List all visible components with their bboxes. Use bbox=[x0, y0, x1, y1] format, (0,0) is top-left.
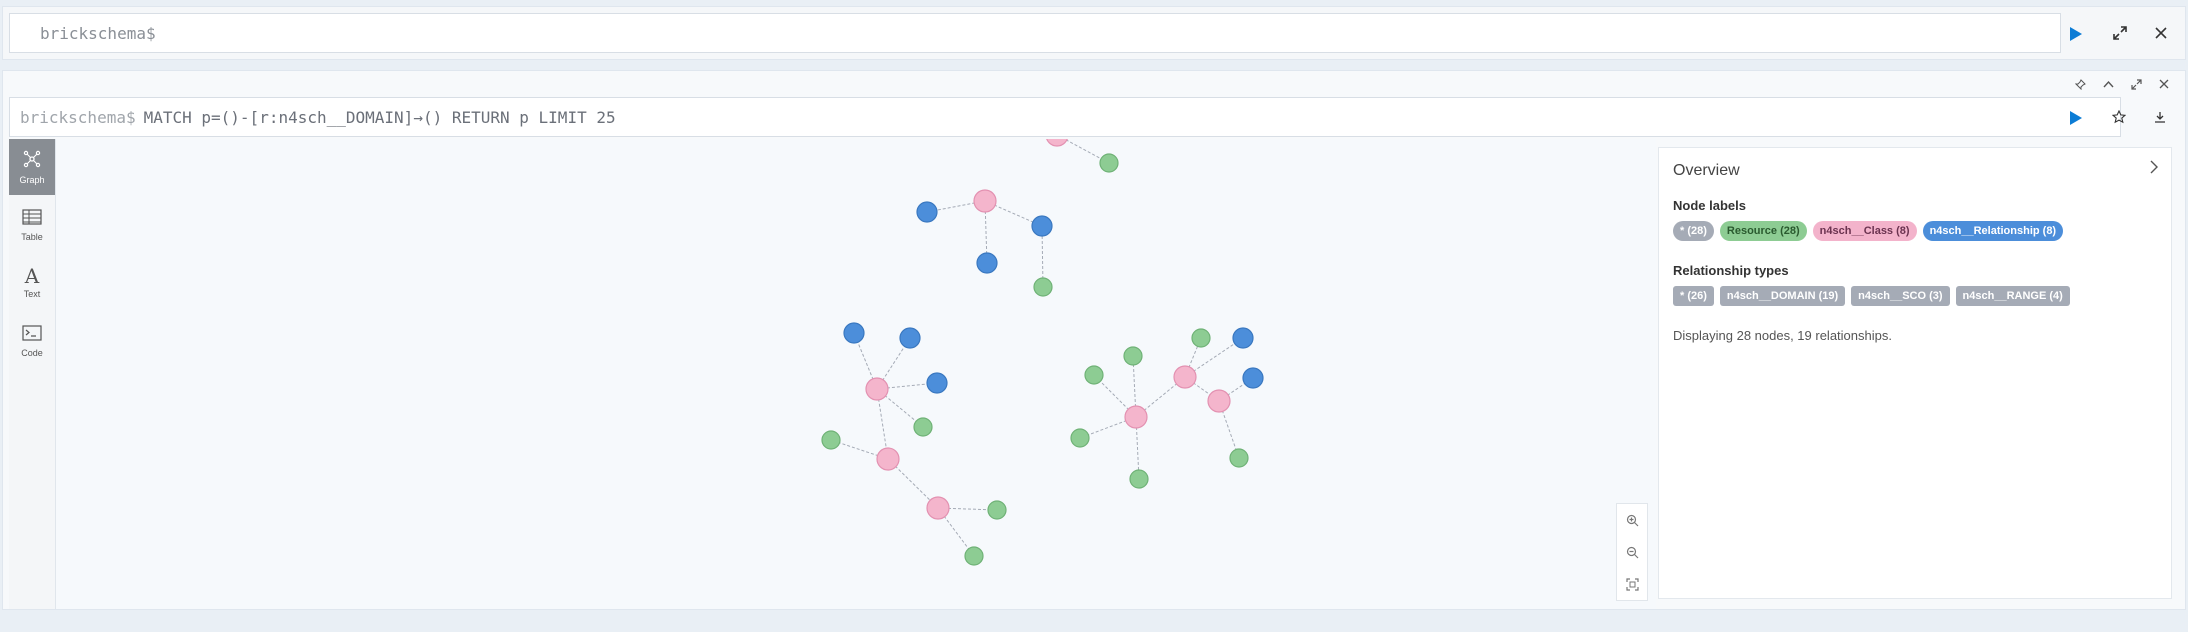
graph-node-resource[interactable] bbox=[1229, 448, 1249, 468]
graph-node-relationship[interactable] bbox=[926, 372, 948, 394]
fit-to-screen-icon[interactable] bbox=[1617, 568, 1647, 600]
graph-node-resource[interactable] bbox=[1129, 469, 1149, 489]
rel-type-chip-domain[interactable]: n4sch__DOMAIN (19) bbox=[1719, 286, 1846, 306]
view-mode-sidebar: Graph Table A Text Code bbox=[9, 139, 56, 609]
graph-node-class[interactable] bbox=[1045, 123, 1069, 147]
graph-node-class[interactable] bbox=[865, 377, 889, 401]
code-icon bbox=[22, 324, 42, 344]
graph-node-resource[interactable] bbox=[1123, 346, 1143, 366]
graph-node-resource[interactable] bbox=[1084, 365, 1104, 385]
node-label-chip-class[interactable]: n4sch__Class (8) bbox=[1812, 221, 1917, 241]
node-labels-heading: Node labels bbox=[1673, 198, 1746, 213]
graph-node-resource[interactable] bbox=[821, 430, 841, 450]
view-tab-label: Table bbox=[21, 231, 43, 242]
graph-node-resource[interactable] bbox=[964, 546, 984, 566]
graph-node-resource[interactable] bbox=[987, 500, 1007, 520]
node-label-chip-relationship[interactable]: n4sch__Relationship (8) bbox=[1922, 221, 2064, 241]
graph-relationship[interactable] bbox=[887, 458, 939, 509]
view-tab-label: Code bbox=[21, 347, 43, 358]
collapse-up-icon[interactable] bbox=[2097, 75, 2119, 93]
overview-panel: Overview Node labels * (28) Resource (28… bbox=[1658, 147, 2172, 599]
view-tab-code[interactable]: Code bbox=[9, 313, 55, 369]
graph-node-relationship[interactable] bbox=[1031, 215, 1053, 237]
download-icon[interactable] bbox=[2150, 107, 2170, 127]
editor-prompt: brickschema$ bbox=[40, 23, 156, 43]
pin-icon[interactable] bbox=[2069, 75, 2091, 93]
table-icon bbox=[22, 208, 42, 228]
result-frame: brickschema$ MATCH p=()-[r:n4sch__DOMAIN… bbox=[2, 70, 2186, 610]
relationship-types-heading: Relationship types bbox=[1673, 263, 1789, 278]
rel-type-chip-all[interactable]: * (26) bbox=[1673, 286, 1714, 306]
graph-node-relationship[interactable] bbox=[843, 322, 865, 344]
rerun-query-button[interactable] bbox=[2070, 111, 2082, 125]
frame-controls bbox=[2069, 75, 2175, 93]
query-bar[interactable]: brickschema$ MATCH p=()-[r:n4sch__DOMAIN… bbox=[9, 97, 2121, 137]
relationship-type-chips: * (26) n4sch__DOMAIN (19) n4sch__SCO (3)… bbox=[1673, 286, 2157, 306]
node-label-chip-all[interactable]: * (28) bbox=[1673, 221, 1714, 241]
overview-title: Overview bbox=[1673, 162, 1740, 179]
graph-node-resource[interactable] bbox=[913, 417, 933, 437]
graph-node-resource[interactable] bbox=[1099, 153, 1119, 173]
graph-svg[interactable] bbox=[56, 123, 1656, 609]
graph-node-relationship[interactable] bbox=[899, 327, 921, 349]
overview-summary: Displaying 28 nodes, 19 relationships. bbox=[1673, 328, 1892, 343]
graph-icon bbox=[23, 150, 41, 171]
graph-node-resource[interactable] bbox=[1033, 277, 1053, 297]
text-icon: A bbox=[24, 264, 40, 288]
view-tab-label: Text bbox=[23, 289, 41, 299]
graph-node-relationship[interactable] bbox=[916, 201, 938, 223]
rel-type-chip-sco[interactable]: n4sch__SCO (3) bbox=[1851, 286, 1950, 306]
graph-node-resource[interactable] bbox=[1070, 428, 1090, 448]
expand-icon[interactable] bbox=[2110, 23, 2130, 43]
graph-node-class[interactable] bbox=[1173, 365, 1197, 389]
query-prompt: brickschema$ bbox=[20, 107, 136, 127]
zoom-out-icon[interactable] bbox=[1617, 536, 1647, 568]
query-editor-input[interactable]: brickschema$ bbox=[9, 13, 2061, 53]
node-label-chip-resource[interactable]: Resource (28) bbox=[1719, 221, 1807, 241]
zoom-in-icon[interactable] bbox=[1617, 504, 1647, 536]
view-tab-text[interactable]: A Text bbox=[9, 255, 55, 311]
view-tab-label: Graph bbox=[19, 174, 45, 185]
graph-canvas[interactable] bbox=[56, 123, 1656, 609]
rel-type-chip-range[interactable]: n4sch__RANGE (4) bbox=[1955, 286, 2070, 306]
graph-node-relationship[interactable] bbox=[976, 252, 998, 274]
favorite-star-icon[interactable] bbox=[2109, 107, 2129, 127]
graph-node-class[interactable] bbox=[1124, 405, 1148, 429]
graph-node-class[interactable] bbox=[876, 447, 900, 471]
fullscreen-icon[interactable] bbox=[2125, 75, 2147, 93]
graph-relationship[interactable] bbox=[1184, 337, 1244, 378]
node-label-chips: * (28) Resource (28) n4sch__Class (8) n4… bbox=[1673, 221, 2157, 241]
zoom-controls bbox=[1616, 503, 1648, 601]
graph-relationship[interactable] bbox=[876, 388, 889, 460]
graph-node-class[interactable] bbox=[1207, 389, 1231, 413]
run-query-button[interactable] bbox=[2070, 27, 2082, 41]
graph-node-class[interactable] bbox=[926, 496, 950, 520]
chevron-right-icon[interactable] bbox=[2150, 160, 2159, 179]
graph-node-class[interactable] bbox=[973, 189, 997, 213]
graph-node-relationship[interactable] bbox=[1232, 327, 1254, 349]
view-tab-graph[interactable]: Graph bbox=[9, 139, 55, 195]
view-tab-table[interactable]: Table bbox=[9, 197, 55, 253]
close-icon[interactable] bbox=[2151, 23, 2171, 43]
graph-node-resource[interactable] bbox=[1191, 328, 1211, 348]
editor-frame: brickschema$ bbox=[2, 6, 2186, 60]
graph-node-relationship[interactable] bbox=[1242, 367, 1264, 389]
close-frame-icon[interactable] bbox=[2153, 75, 2175, 93]
query-text: MATCH p=()-[r:n4sch__DOMAIN]→() RETURN p… bbox=[143, 107, 616, 127]
